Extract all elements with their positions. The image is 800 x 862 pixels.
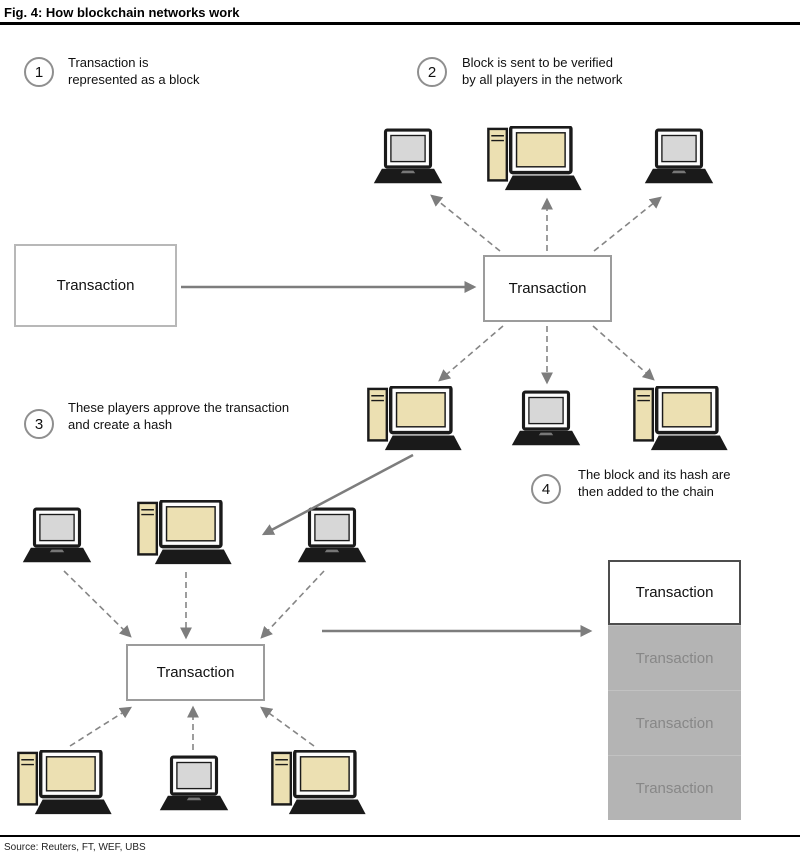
desktop-computer-icon: [632, 386, 730, 454]
figure-title: Fig. 4: How blockchain networks work: [4, 5, 240, 20]
dashed-arrow: [593, 196, 662, 252]
transaction-source-box: Transaction: [14, 244, 177, 327]
step-2-badge: 2: [417, 57, 447, 87]
step-4-number: 4: [541, 480, 551, 498]
footer-divider: [0, 835, 800, 837]
desktop-computer-icon: [486, 126, 584, 194]
step-1-badge: 1: [24, 57, 54, 87]
step-2-label: Block is sent to be verified by all play…: [462, 55, 623, 87]
transaction-network-box-bottom: Transaction: [126, 644, 265, 701]
dashed-arrow: [260, 570, 325, 639]
dashed-arrow: [69, 706, 133, 747]
chain-block-prev-2: Transaction: [608, 690, 741, 755]
step-4-badge: 4: [531, 474, 561, 504]
laptop-icon: [158, 754, 230, 816]
chain-block-prev-1: Transaction: [608, 625, 741, 690]
dashed-arrow: [438, 325, 504, 382]
transaction-network-box-top: Transaction: [483, 255, 612, 322]
step-3-badge: 3: [24, 409, 54, 439]
desktop-computer-icon: [270, 750, 368, 818]
chain-block-prev-3: Transaction: [608, 755, 741, 820]
step-2-number: 2: [427, 63, 437, 81]
dashed-arrow: [592, 325, 655, 381]
laptop-icon: [296, 506, 368, 568]
step-4-label: The block and its hash are then added to…: [578, 467, 731, 499]
blockchain-stack: Transaction Transaction Transaction Tran…: [608, 560, 741, 820]
step-1-number: 1: [34, 63, 44, 81]
laptop-icon: [372, 127, 444, 189]
laptop-icon: [643, 127, 715, 189]
source-note: Source: Reuters, FT, WEF, UBS: [4, 842, 146, 853]
dashed-arrow: [63, 570, 132, 638]
chain-block-new: Transaction: [608, 560, 741, 625]
step-1-label: Transaction is represented as a block: [68, 55, 200, 87]
step-3-number: 3: [34, 415, 44, 433]
dashed-arrow: [260, 706, 315, 747]
dashed-arrow: [430, 194, 501, 252]
desktop-computer-icon: [136, 500, 234, 568]
title-divider: [0, 22, 800, 25]
step-3-label: These players approve the transaction an…: [68, 400, 290, 432]
desktop-computer-icon: [16, 750, 114, 818]
desktop-computer-icon: [366, 386, 464, 454]
laptop-icon: [21, 506, 93, 568]
laptop-icon: [510, 389, 582, 451]
